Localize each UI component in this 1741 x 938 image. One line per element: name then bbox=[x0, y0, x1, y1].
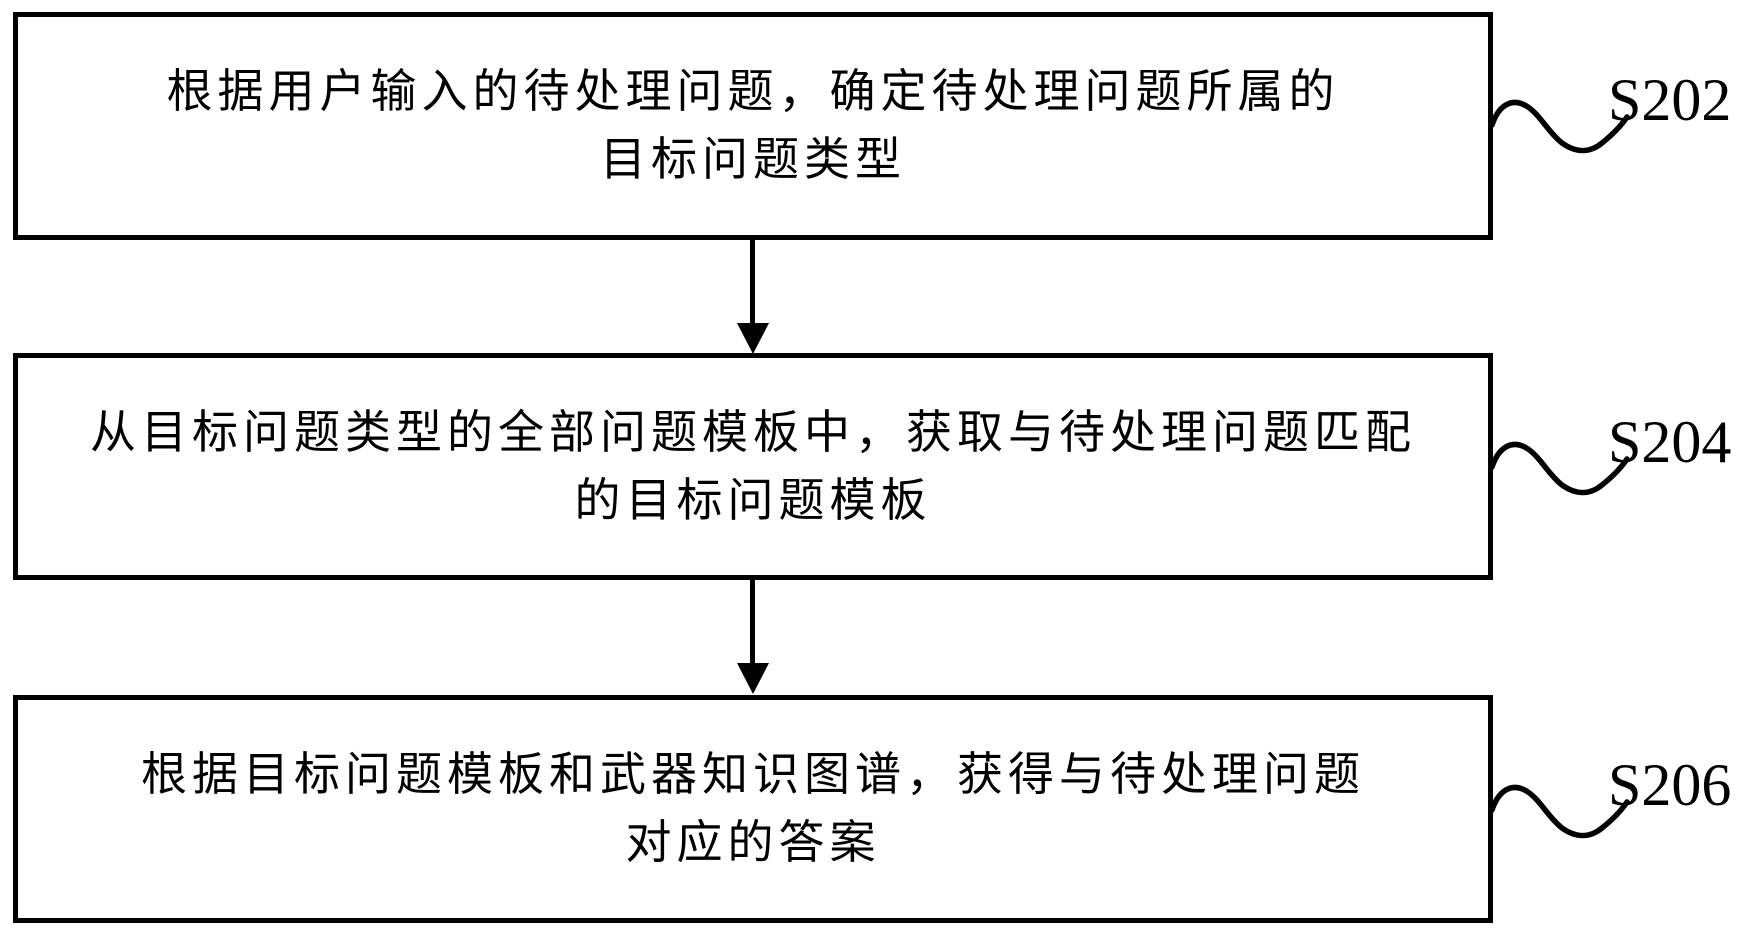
step-text-line: 对应的答案 bbox=[625, 817, 881, 868]
step-label-s206: S206 bbox=[1608, 752, 1732, 818]
step-label-s204: S204 bbox=[1608, 409, 1732, 475]
squiggle-connector bbox=[1491, 438, 1631, 500]
step-box-s206: 根据目标问题模板和武器知识图谱，获得与待处理问题 对应的答案 bbox=[13, 695, 1493, 923]
step-label-s202: S202 bbox=[1608, 67, 1732, 133]
step-text-line: 从目标问题类型的全部问题模板中，获取与待处理问题匹配 bbox=[90, 406, 1416, 458]
step-text-line: 目标问题类型 bbox=[600, 134, 906, 185]
step-box-s202: 根据用户输入的待处理问题，确定待处理问题所属的 目标问题类型 bbox=[13, 12, 1493, 240]
step-text-line: 根据用户输入的待处理问题，确定待处理问题所属的 bbox=[166, 66, 1340, 117]
down-arrow-connector bbox=[735, 578, 771, 695]
arrow-shaft bbox=[750, 578, 755, 666]
step-text-line: 的目标问题模板 bbox=[574, 474, 932, 526]
squiggle-curve-icon bbox=[1491, 441, 1630, 496]
squiggle-connector bbox=[1491, 781, 1631, 843]
arrow-head-icon bbox=[737, 323, 769, 354]
arrow-shaft bbox=[750, 238, 755, 326]
squiggle-curve-icon bbox=[1491, 99, 1630, 154]
arrow-head-icon bbox=[737, 663, 769, 694]
down-arrow-connector bbox=[735, 238, 771, 355]
step-box-s204: 从目标问题类型的全部问题模板中，获取与待处理问题匹配 的目标问题模板 bbox=[13, 353, 1493, 580]
step-text-line: 根据目标问题模板和武器知识图谱，获得与待处理问题 bbox=[141, 749, 1365, 800]
squiggle-connector bbox=[1491, 96, 1631, 158]
squiggle-curve-icon bbox=[1491, 784, 1630, 839]
